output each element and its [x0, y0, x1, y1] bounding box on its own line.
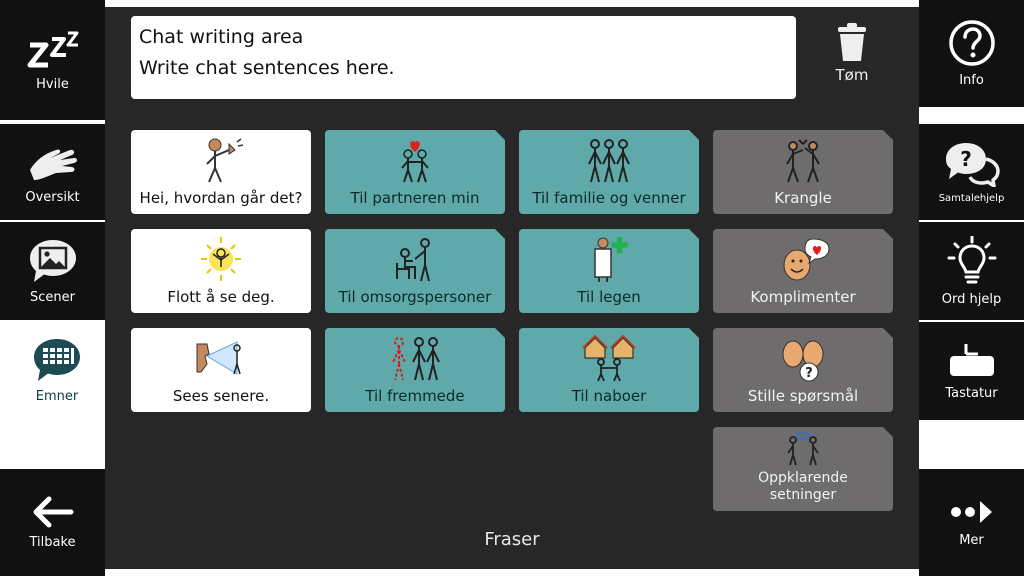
phrase-tile-label: Flott å se deg.: [167, 288, 275, 306]
svg-text:?: ?: [960, 147, 972, 171]
ask-question-icon: ?: [773, 334, 833, 382]
nav-oversikt-label: Oversikt: [25, 189, 80, 205]
couple-heart-icon: [385, 136, 445, 184]
chat-question-icon: ?: [945, 142, 1000, 187]
clear-label: Tøm: [835, 66, 869, 84]
topic-tile-krangle[interactable]: Krangle: [713, 130, 893, 214]
phrase-tile-flott[interactable]: Flott å se deg.: [131, 229, 311, 313]
topic-tile-label: Til partneren min: [350, 189, 480, 207]
nav-info-button[interactable]: Info: [919, 0, 1024, 107]
compliment-heart-icon: [773, 235, 833, 283]
arrow-left-icon: [33, 496, 73, 528]
topic-tile-omsorg[interactable]: Til omsorgspersoner: [325, 229, 505, 313]
nav-ordhjelp-button[interactable]: Ord hjelp: [919, 222, 1024, 320]
nav-oversikt-button[interactable]: Oversikt: [0, 124, 105, 220]
topic-tile-label: Til fremmede: [365, 387, 465, 405]
happy-shine-icon: [201, 236, 241, 281]
topic-tile-label-line2: setninger: [769, 487, 837, 503]
nav-hvile-button[interactable]: Hvile: [0, 0, 105, 120]
nav-scener-label: Scener: [30, 289, 75, 305]
clarify-people-icon: [778, 431, 828, 467]
trash-icon: [838, 23, 866, 61]
nav-tastatur-button[interactable]: Tastatur: [919, 322, 1024, 420]
more-label: Mer: [959, 533, 984, 548]
phrase-tile-label: Sees senere.: [172, 387, 270, 405]
caregiver-icon: [385, 235, 445, 283]
keyboard-icon: [949, 343, 994, 376]
topic-tile-label: Til familie og venner: [532, 189, 686, 207]
arguing-people-icon: [773, 136, 833, 184]
topic-tile-oppklarende[interactable]: Oppklarende setninger: [713, 427, 893, 511]
topic-tile-label: Til legen: [577, 288, 641, 306]
back-label: Tilbake: [29, 535, 76, 550]
lightbulb-icon: [947, 235, 996, 283]
sleep-zzz-icon: [27, 31, 78, 67]
stranger-people-icon: [385, 334, 445, 382]
nav-info-label: Info: [959, 73, 984, 88]
hand-icon: [29, 148, 77, 180]
topic-tile-family[interactable]: Til familie og venner: [519, 130, 699, 214]
nav-emner-label: Emner: [35, 389, 79, 404]
scene-image-icon: [29, 239, 76, 282]
more-arrow-icon: [950, 501, 992, 523]
waving-person-icon: [206, 137, 244, 182]
phrase-tile-sees[interactable]: Sees senere.: [131, 328, 311, 412]
look-person-icon: [196, 340, 241, 375]
topic-tile-fremmede[interactable]: Til fremmede: [325, 328, 505, 412]
nav-scener-button[interactable]: Scener: [0, 222, 105, 320]
nav-emner-button[interactable]: Emner: [16, 329, 98, 412]
nav-ordhjelp-label: Ord hjelp: [941, 291, 1002, 307]
clear-button[interactable]: Tøm: [812, 22, 892, 92]
chat-line-1: Chat writing area: [139, 26, 304, 48]
topic-tile-legen[interactable]: Til legen: [519, 229, 699, 313]
topic-tile-label-line1: Oppklarende: [758, 470, 848, 486]
topic-tile-label: Til naboer: [571, 387, 647, 405]
topic-tile-label: Stille spørsmål: [747, 387, 859, 405]
topic-tile-naboer[interactable]: Til naboer: [519, 328, 699, 412]
topic-tile-label: Til omsorgspersoner: [338, 288, 492, 306]
phrase-tile-label: Hei, hvordan går det?: [139, 189, 303, 207]
nav-hvile-label: Hvile: [36, 76, 69, 92]
svg-text:?: ?: [805, 366, 813, 381]
chat-writing-area[interactable]: Chat writing area Write chat sentences h…: [131, 16, 796, 99]
neighbour-houses-icon: [579, 334, 639, 382]
nav-samtalehjelp-button[interactable]: ? Samtalehjelp: [919, 124, 1024, 220]
chat-line-2: Write chat sentences here.: [139, 57, 395, 79]
topic-tile-sporsmal[interactable]: ? Stille spørsmål: [713, 328, 893, 412]
topic-tile-label: Komplimenter: [750, 288, 856, 306]
page-title: Fraser: [484, 529, 540, 550]
back-button[interactable]: Tilbake: [0, 469, 105, 576]
question-circle-icon: [948, 20, 995, 66]
group-people-icon: [579, 136, 639, 184]
topic-tile-label: Krangle: [774, 189, 832, 207]
keyboard-bubble-icon: [34, 339, 80, 381]
nav-samtalehjelp-label: Samtalehjelp: [938, 192, 1005, 204]
topic-tile-partner[interactable]: Til partneren min: [325, 130, 505, 214]
nav-tastatur-label: Tastatur: [945, 385, 998, 401]
topic-tile-komplimenter[interactable]: Komplimenter: [713, 229, 893, 313]
phrase-tile-hei[interactable]: Hei, hvordan går det?: [131, 130, 311, 214]
doctor-icon: [579, 235, 639, 283]
more-button[interactable]: Mer: [919, 469, 1024, 576]
